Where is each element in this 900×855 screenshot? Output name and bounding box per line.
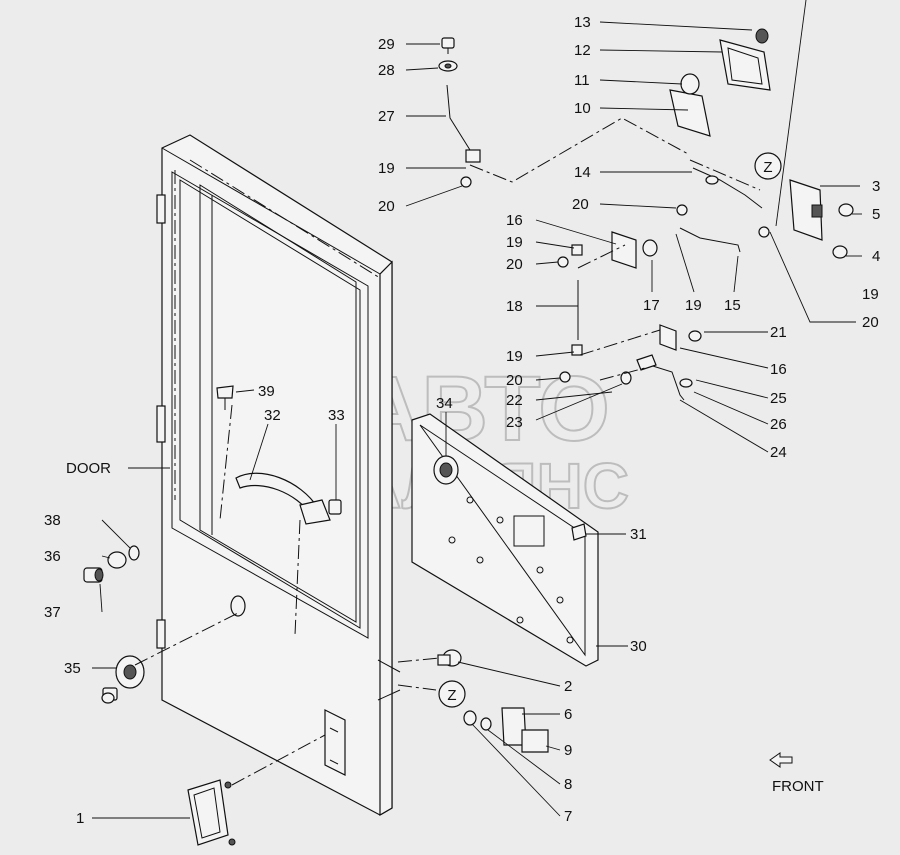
part-14-rod: [692, 167, 763, 209]
part-15-rod: [679, 227, 741, 253]
callout-32: 32: [264, 407, 281, 424]
callout-15: 15: [724, 297, 741, 314]
callout-23: 23: [506, 414, 523, 431]
front-indicator: FRONT: [769, 752, 824, 795]
callout-17: 17: [643, 297, 660, 314]
callout-31: 31: [630, 526, 647, 543]
callout-19-bottom: 19: [506, 348, 523, 365]
callout-7: 7: [564, 808, 572, 825]
callout-12: 12: [574, 42, 591, 59]
part-16-17-lever: [611, 231, 677, 351]
callout-39: 39: [258, 383, 275, 400]
part-28-washer: [438, 60, 458, 72]
callout-9: 9: [564, 742, 572, 759]
callout-2: 2: [564, 678, 572, 695]
callout-27: 27: [378, 108, 395, 125]
callout-37: 37: [44, 604, 61, 621]
front-label: FRONT: [772, 778, 824, 795]
callout-5: 5: [872, 206, 880, 223]
part-33-bolt: [328, 499, 342, 515]
part-36-37-38-fittings: [83, 545, 140, 583]
callout-19-top: 19: [378, 160, 395, 177]
callout-30: 30: [630, 638, 647, 655]
part-34-grommet: [433, 455, 459, 485]
assembly-lines: [134, 117, 761, 786]
part-3-latch: [789, 179, 823, 241]
part-27-rod: [446, 84, 471, 151]
callout-14: 14: [574, 164, 591, 181]
part-mid-clips: [557, 204, 770, 383]
z-marker-top: Z: [754, 152, 782, 180]
callout-35: 35: [64, 660, 81, 677]
part-19-20-top-clips: [460, 149, 481, 188]
z-marker-bottom: Z: [438, 680, 466, 708]
part-4-5-bolts: [832, 203, 854, 259]
callout-28: 28: [378, 62, 395, 79]
part-12-13-handle-housing: [719, 28, 771, 91]
part-29-bolt: [441, 37, 455, 54]
callout-20-right: 20: [862, 314, 879, 331]
callout-33: 33: [328, 407, 345, 424]
callout-16-top: 16: [506, 212, 523, 229]
callout-4: 4: [872, 248, 880, 265]
callout-20-mid: 20: [572, 196, 589, 213]
callout-24: 24: [770, 444, 787, 461]
part-10-11-lock: [669, 73, 711, 137]
callout-19-right: 19: [862, 286, 879, 303]
z-label-top: Z: [763, 159, 772, 176]
callout-8: 8: [564, 776, 572, 793]
door-frame: [156, 134, 401, 817]
callout-6: 6: [564, 706, 572, 723]
front-arrow-icon: [769, 752, 793, 768]
callout-26: 26: [770, 416, 787, 433]
part-31-clip: [571, 523, 587, 541]
callout-16-bottom: 16: [770, 361, 787, 378]
callout-10: 10: [574, 100, 591, 117]
callout-11: 11: [574, 72, 590, 89]
part-35-lock-cylinder: [101, 655, 145, 704]
callout-21: 21: [770, 324, 787, 341]
leader-lines: [92, 0, 862, 819]
part-39-clip: [216, 385, 234, 410]
part-22-26-linkage: [620, 354, 693, 401]
watermark-line1: АВТО: [355, 358, 610, 460]
callout-door: DOOR: [66, 460, 111, 477]
callout-25: 25: [770, 390, 787, 407]
callout-20-top: 20: [378, 198, 395, 215]
callout-20-mid2: 20: [506, 256, 523, 273]
part-32-inner-handle: [235, 472, 331, 525]
callout-38: 38: [44, 512, 61, 529]
callout-19-lower: 19: [685, 297, 702, 314]
callout-labels: 29 28 27 19 20 13 12 11 10 14 3 5 4 19 2…: [44, 14, 880, 827]
callout-3: 3: [872, 178, 880, 195]
part-1-outer-handle: [187, 779, 236, 846]
part-2-bolt: [437, 649, 462, 667]
callout-36: 36: [44, 548, 61, 565]
callout-19-mid: 19: [506, 234, 523, 251]
callout-34: 34: [436, 395, 453, 412]
callout-13: 13: [574, 14, 591, 31]
part-30-inner-panel: [411, 413, 599, 667]
callout-22: 22: [506, 392, 523, 409]
callout-18: 18: [506, 298, 523, 315]
callout-1: 1: [76, 810, 84, 827]
part-6-9-striker: [463, 707, 549, 753]
callout-20-bottom: 20: [506, 372, 523, 389]
callout-29: 29: [378, 36, 395, 53]
z-label-bottom: Z: [447, 687, 456, 704]
